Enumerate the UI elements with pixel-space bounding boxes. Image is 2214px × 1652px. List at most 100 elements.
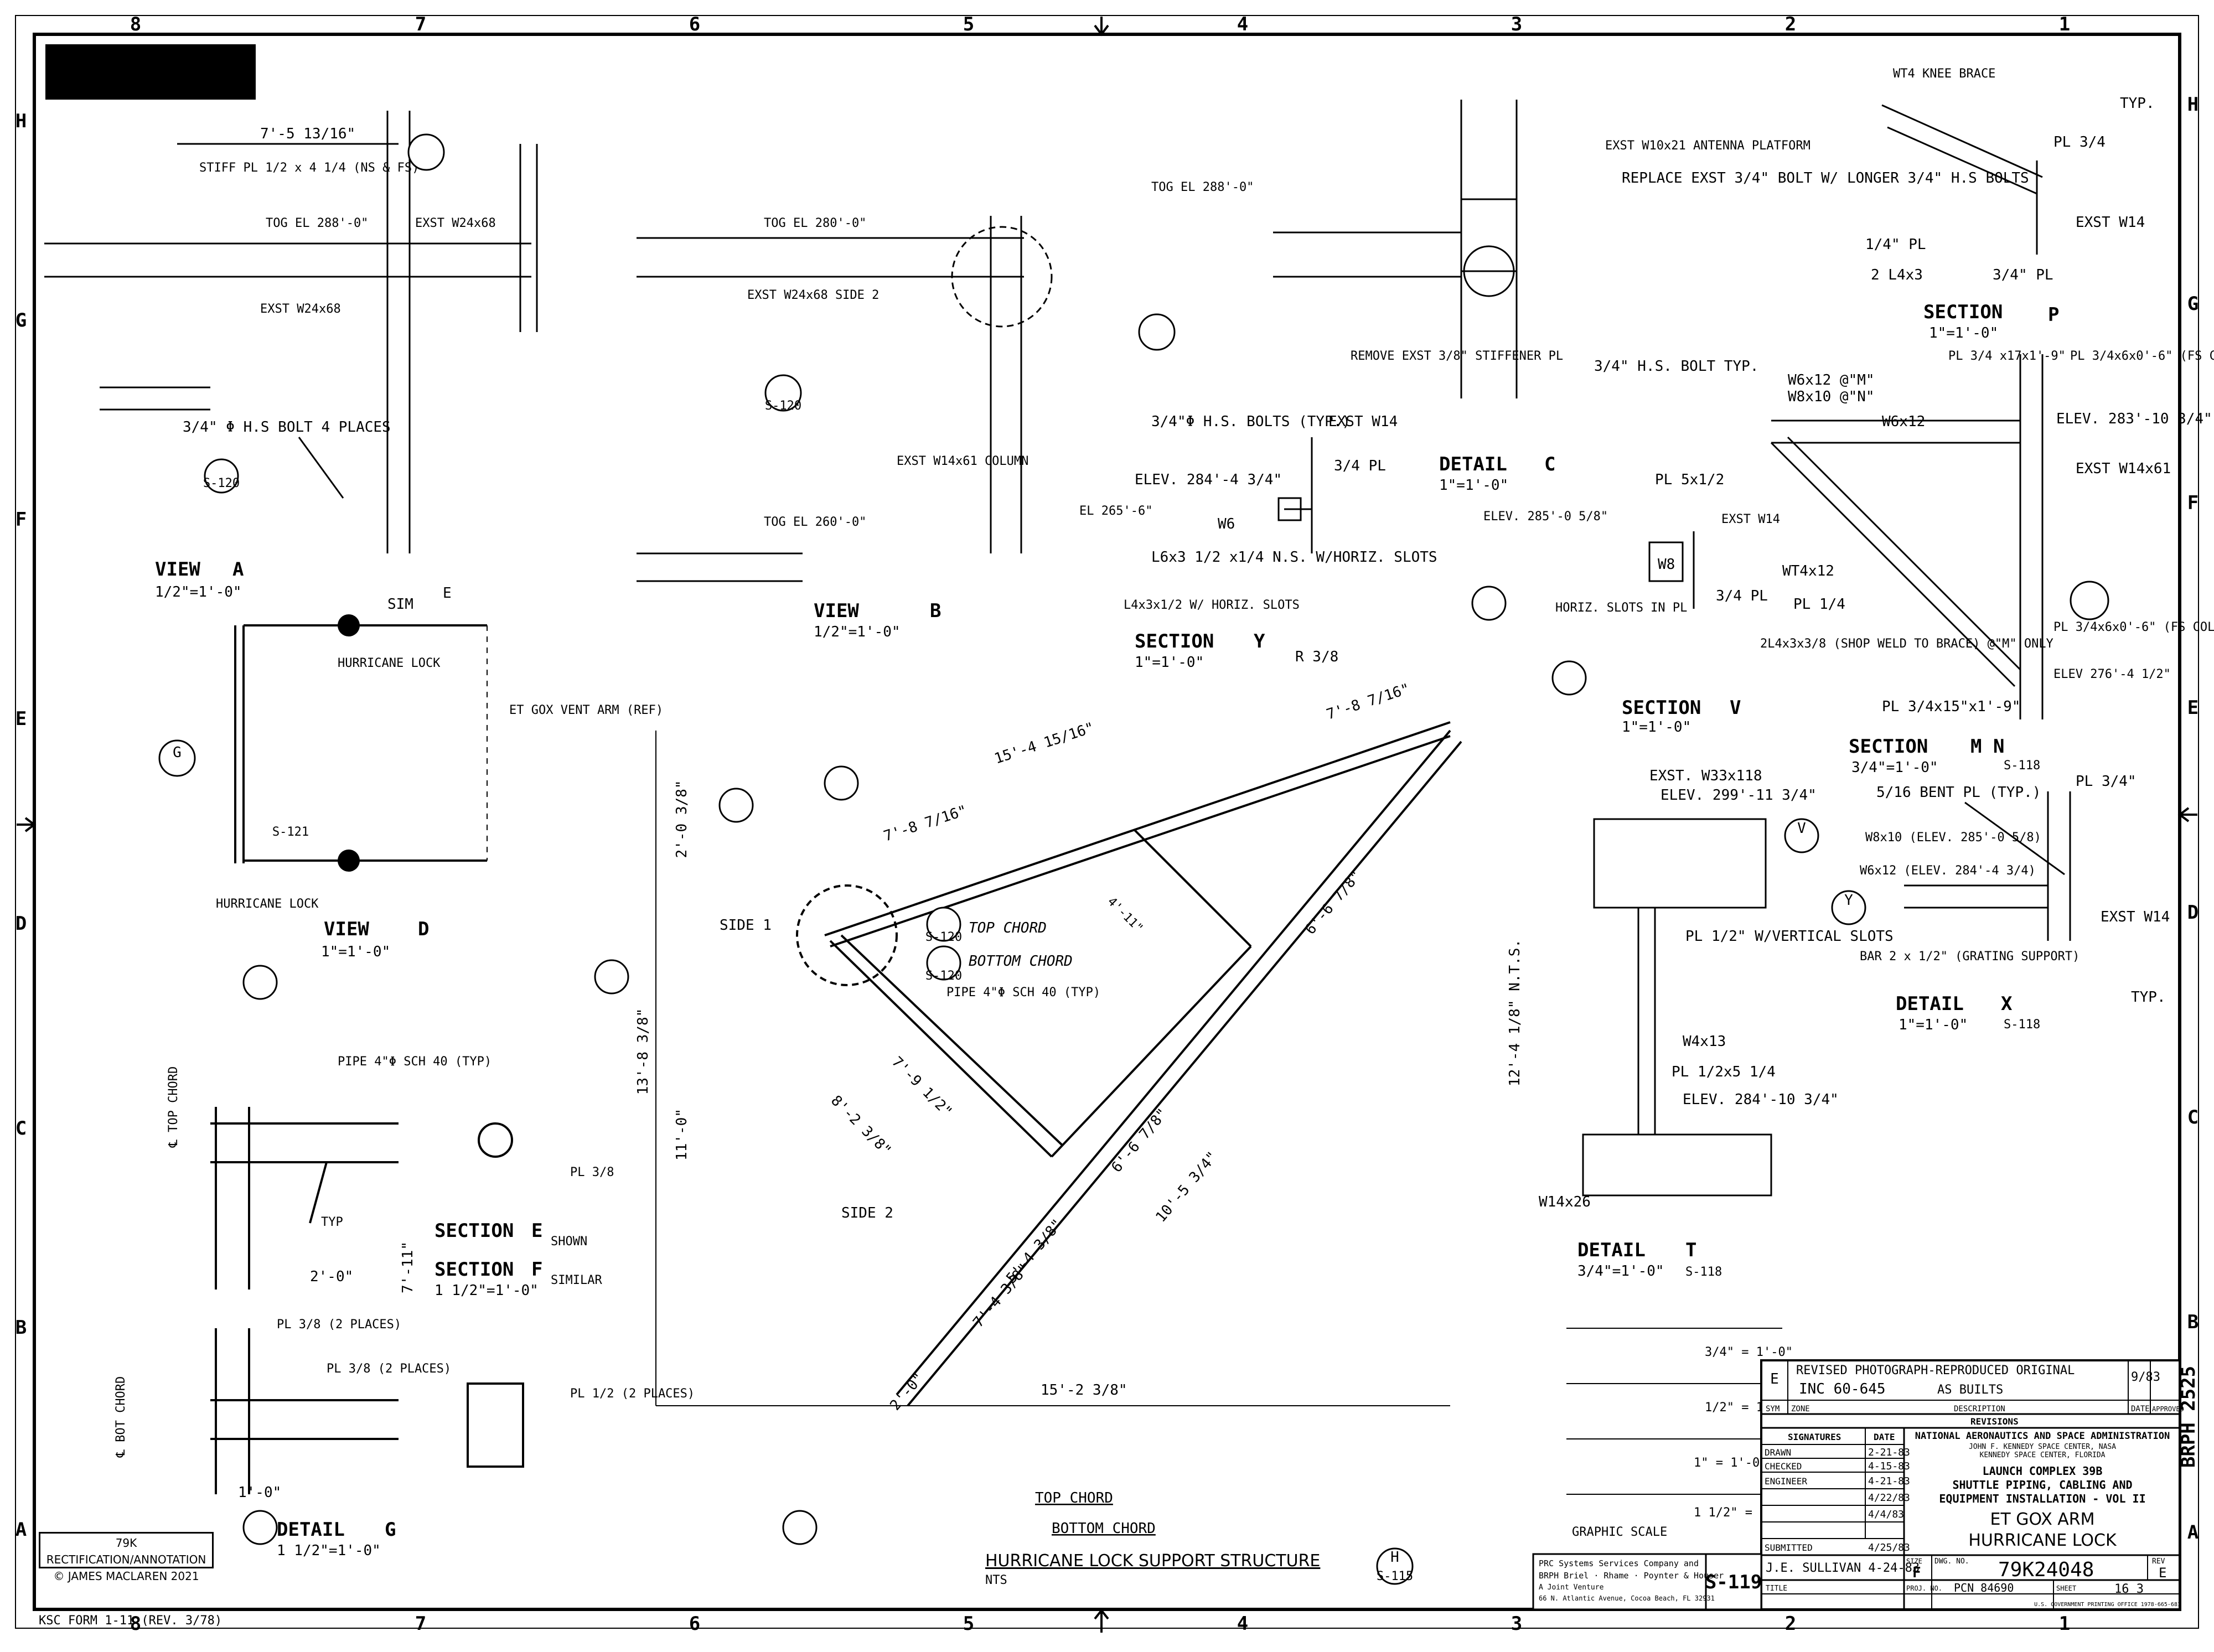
tb-sig-date-header: DATE bbox=[1874, 1432, 1895, 1442]
section-p-pl34b: 3/4" PL bbox=[1993, 267, 2053, 283]
section-y-elev: ELEV. 284'-4 3/4" bbox=[1135, 472, 1282, 488]
detail-t-exst: EXST. W33x118 bbox=[1649, 768, 1762, 784]
tb-revisions: REVISIONS bbox=[1970, 1416, 2019, 1427]
tb-h-date: DATE bbox=[2131, 1405, 2150, 1413]
detail-t-id: T bbox=[1685, 1239, 1696, 1261]
detail-g-scale: 1 1/2"=1'-0" bbox=[277, 1542, 381, 1559]
zone-labels-bottom: 8 7 6 5 4 3 2 1 bbox=[130, 1613, 2070, 1635]
section-e-label: SECTION bbox=[434, 1220, 514, 1242]
section-p-typ: TYP. bbox=[2120, 95, 2155, 112]
view-b-tog1: TOG EL 280'-0" bbox=[764, 216, 866, 230]
section-mn-bent: 5/16 BENT PL (TYP.) bbox=[1876, 784, 2041, 801]
credit-box: 79K RECTIFICATION/ANNOTATION © JAMES MAC… bbox=[39, 1532, 214, 1583]
section-y-l6: L6x3 1/2 x1/4 N.S. W/HORIZ. SLOTS bbox=[1151, 549, 1437, 566]
section-y-label: SECTION bbox=[1135, 630, 1214, 652]
zone-col-1: 1 bbox=[2059, 13, 2070, 35]
structure-nts: NTS bbox=[985, 1573, 1007, 1587]
detail-g-pl2: PL 3/8 (2 PLACES) bbox=[327, 1362, 451, 1376]
section-mn-scale: 3/4"=1'-0" bbox=[1851, 759, 1938, 776]
notice-box bbox=[45, 44, 256, 100]
section-f-label: SECTION bbox=[434, 1259, 514, 1281]
view-d-scale: 1"=1'-0" bbox=[321, 944, 390, 960]
truss-d5: 6'-6 7/8" bbox=[1108, 1105, 1171, 1175]
bubble-h-structure-icon bbox=[1376, 1547, 1414, 1585]
zone-col-2-bottom: 2 bbox=[1785, 1613, 1796, 1635]
section-p-w6m: W6x12 @"M" bbox=[1788, 372, 1875, 389]
view-b-label: VIEW bbox=[814, 600, 859, 622]
view-d-id: D bbox=[418, 918, 429, 940]
tb-title-label: TITLE bbox=[1766, 1584, 1787, 1593]
truss-pipe: PIPE 4"Φ SCH 40 (TYP) bbox=[946, 986, 1100, 1000]
hurricane-lock-bottom-icon bbox=[338, 850, 360, 872]
tb-dwg-no: 79K24048 bbox=[1998, 1558, 2094, 1581]
section-y-pl: 3/4 PL bbox=[1334, 458, 1386, 474]
zone-row-h-right: H bbox=[2187, 94, 2199, 116]
detail-g-pipe: PIPE 4"Φ SCH 40 (TYP) bbox=[338, 1055, 492, 1069]
view-d-bolt: 3/4" Φ H.S BOLT 4 PLACES bbox=[183, 419, 391, 436]
truss-r: R 3/8 bbox=[1295, 649, 1338, 665]
tb-project1: LAUNCH COMPLEX 39B bbox=[1983, 1464, 2103, 1478]
tb-sheet: 16 3 bbox=[2114, 1582, 2144, 1596]
truss-top-label: TOP CHORD bbox=[1035, 1490, 1113, 1506]
detail-g-bot: ℄ BOT CHORD bbox=[114, 1376, 128, 1458]
credit-line-1: 79K RECTIFICATION/ANNOTATION bbox=[46, 1536, 206, 1566]
tb-date5: 4/4/83 bbox=[1868, 1509, 1904, 1520]
section-v-pl5: PL 5x1/2 bbox=[1655, 472, 1724, 488]
section-mn-pl: PL 3/4" bbox=[2076, 773, 2137, 790]
bubble-b-right-icon bbox=[1551, 660, 1587, 696]
zone-row-e: E bbox=[15, 708, 27, 730]
tb-h-appr: APPROVED bbox=[2152, 1405, 2184, 1413]
bubble-d-truss-icon bbox=[926, 945, 961, 981]
section-y-drawing bbox=[1277, 437, 1313, 553]
center-arrow-right-icon bbox=[2177, 807, 2197, 822]
tb-submitted: SUBMITTED bbox=[1765, 1542, 1813, 1553]
zone-row-b-right: B bbox=[2187, 1311, 2199, 1333]
view-a-c-sheet: S-121 bbox=[272, 825, 309, 839]
view-d-tog: TOG EL 288'-0" bbox=[266, 216, 368, 230]
title-block bbox=[1532, 1359, 2181, 1610]
detail-t-drawing bbox=[1582, 818, 1772, 1197]
zone-row-g: G bbox=[15, 309, 27, 332]
bubble-y-icon bbox=[1831, 890, 1866, 925]
detail-c-antenna: EXST W10x21 ANTENNA PLATFORM bbox=[1605, 139, 1810, 153]
truss-bottom-label: BOTTOM CHORD bbox=[1052, 1520, 1156, 1537]
tb-sullivan: J.E. SULLIVAN 4-24-83 bbox=[1766, 1561, 1920, 1575]
detail-g-drawing bbox=[210, 1107, 524, 1494]
bubble-a-icon bbox=[204, 458, 239, 494]
section-v-scale: 1"=1'-0" bbox=[1622, 719, 1691, 736]
detail-t-w14: W14x26 bbox=[1539, 1194, 1591, 1210]
graphic-scale-label: GRAPHIC SCALE bbox=[1572, 1525, 1667, 1539]
view-b-col: EXST W14x61 COLUMN bbox=[897, 454, 1028, 468]
scale-1: 3/4" = 1'-0" bbox=[1705, 1345, 1793, 1359]
zone-col-7: 7 bbox=[415, 13, 426, 35]
section-v-exst: EXST W14 bbox=[1721, 512, 1780, 526]
tb-drawing-title2: HURRICANE LOCK bbox=[1968, 1531, 2117, 1550]
truss-d13: 11'-0" bbox=[674, 1109, 690, 1161]
section-mn-drawing bbox=[1904, 791, 2071, 941]
detail-x-typ: TYP. bbox=[2131, 989, 2166, 1006]
truss-d4: 6'-6 7/8" bbox=[1302, 867, 1365, 938]
tb-size-label: SIZE bbox=[1906, 1557, 1922, 1565]
tb-proj-label: PROJ. NO. bbox=[1906, 1584, 1942, 1592]
zone-col-6: 6 bbox=[689, 13, 700, 35]
view-a-ref: ET GOX VENT ARM (REF) bbox=[509, 703, 663, 717]
bubble-d-top-icon bbox=[1471, 586, 1507, 621]
section-v-pl: 3/4 PL bbox=[1716, 588, 1768, 604]
tb-project2: SHUTTLE PIPING, CABLING AND bbox=[1952, 1478, 2132, 1492]
truss-d14: 2'-0 3/8" bbox=[674, 780, 690, 858]
view-b-scale: 1/2"=1'-0" bbox=[814, 624, 901, 640]
tb-firm4: 66 N. Atlantic Avenue, Cocoa Beach, FL 3… bbox=[1539, 1594, 1715, 1602]
detail-t-sheet: S-118 bbox=[1685, 1265, 1722, 1279]
detail-t-w4: W4x13 bbox=[1683, 1033, 1726, 1050]
detail-t-elev1: ELEV. 299'-11 3/4" bbox=[1660, 787, 1817, 804]
bubble-v-icon bbox=[1784, 818, 1819, 853]
tb-gpo: U.S. GOVERNMENT PRINTING OFFICE 1978-665… bbox=[2034, 1602, 2181, 1608]
truss-side1: SIDE 1 bbox=[720, 917, 772, 934]
scale-3: 1" = 1'-0" bbox=[1694, 1456, 1767, 1470]
section-p-l43: 2L4x3x3/8 (SHOP WELD TO BRACE) @"M" ONLY bbox=[1760, 637, 2053, 651]
tb-submitted-date: 4/25/83 bbox=[1868, 1542, 1910, 1553]
zone-col-4: 4 bbox=[1237, 13, 1248, 35]
truss-d11: 2'-0" bbox=[887, 1370, 927, 1413]
detail-g-pl38: PL 3/8 bbox=[570, 1166, 614, 1179]
tb-sheet-label: SHEET bbox=[2056, 1584, 2076, 1592]
